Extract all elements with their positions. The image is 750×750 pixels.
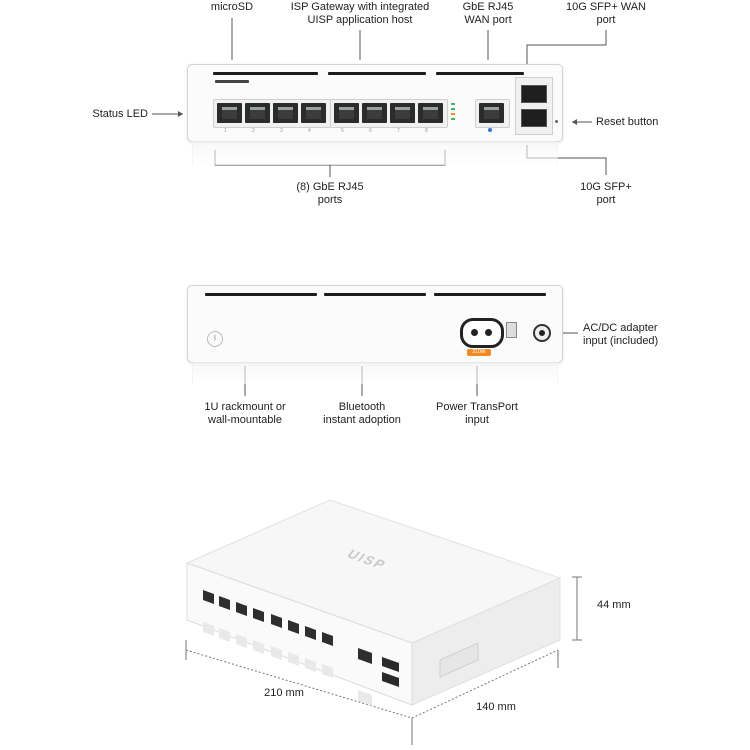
power-badge: 210W [467,349,491,356]
iso-rj45-port-6 [288,620,299,634]
iso-rj45-port-7 [305,626,316,640]
iso-port-reflections [203,622,372,706]
label-sfp-wan-1: 10G SFP+ WAN [566,1,646,13]
port-number-6: 6 [369,128,372,134]
rj45-port-2[interactable] [245,103,270,123]
label-rj45-ports-1: (8) GbE RJ45 [296,181,364,193]
rear-vent-right [434,293,546,296]
dim-depth-label: 140 mm [476,701,516,713]
sfp-port[interactable] [521,109,547,127]
bluetooth-button[interactable]: ᛒ [207,331,223,347]
iso-rj45-port-2 [219,596,230,610]
port-number-1: 1 [224,128,227,134]
port-number-8: 8 [425,128,428,134]
label-status-led: Status LED [92,108,148,120]
iso-rj45-row [203,590,372,664]
iso-sfp-port-1 [382,657,399,672]
dim-height-label: 44 mm [597,599,631,611]
iso-rj45-port-8 [322,632,333,646]
reset-button[interactable] [555,120,558,123]
status-led-column [451,103,457,125]
label-bluetooth-2: instant adoption [323,414,401,426]
iso-rj45-port-5 [271,614,282,628]
iso-sfp-port-2 [382,672,399,687]
label-gbe-wan-1: GbE RJ45 [462,1,514,13]
rear-vent-middle [324,293,426,296]
label-rackmount-2: wall-mountable [208,414,282,426]
label-gbe-wan-2: WAN port [464,14,512,26]
front-vent-left [213,72,318,75]
callout-sfp-wan [526,30,607,68]
port-number-5: 5 [341,128,344,134]
iso-rj45-port-4 [253,608,264,622]
iso-sfp-cage [382,657,399,687]
label-sfp-port-2: port [596,194,616,206]
rj45-port-7[interactable] [390,103,415,123]
sfp-wan-port[interactable] [521,85,547,103]
rear-panel: ᛒ 210W [187,285,563,363]
dc-input-jack[interactable] [533,324,551,342]
gbe-wan-port[interactable] [479,103,504,123]
iso-rj45-port-3 [236,602,247,616]
iso-front-face [186,562,413,706]
iso-side-cover [439,642,479,678]
label-power-transport-2: input [465,414,489,426]
iso-rj45-port-1 [203,590,214,604]
power-transport-connector[interactable] [460,318,504,348]
port-number-2: 2 [252,128,255,134]
label-sfp-port-1: 10G SFP+ [580,181,632,193]
microsd-slot[interactable] [215,80,249,83]
label-microsd: microSD [210,1,254,13]
wan-port-housing [475,99,510,128]
dim-line-depth [411,649,559,719]
rj45-port-6[interactable] [362,103,387,123]
rj45-group-1-4 [213,99,331,128]
label-adapter-2: input (included) [583,335,659,347]
dim-line-width [185,649,413,719]
label-reset-button: Reset button [596,116,659,128]
rear-vent-left [205,293,317,296]
rj45-port-3[interactable] [273,103,298,123]
port-number-7: 7 [397,128,400,134]
front-reflection [192,141,558,165]
label-isp-gateway-2: UISP application host [307,14,413,26]
rj45-group-5-8 [330,99,448,128]
label-isp-gateway-1: ISP Gateway with integrated [290,1,430,13]
port-number-3: 3 [280,128,283,134]
label-rackmount-1: 1U rackmount or [204,401,286,413]
label-adapter-1: AC/DC adapter [583,322,658,334]
iso-wan-port [358,648,372,664]
wan-indicator-led [488,128,492,132]
front-panel: 1 2 3 4 5 6 7 8 [187,64,563,142]
rj45-port-1[interactable] [217,103,242,123]
label-sfp-wan-2: port [596,14,616,26]
front-vent-right [436,72,524,75]
label-power-transport-1: Power TransPort [436,401,518,413]
front-vent-middle [328,72,426,75]
port-number-4: 4 [308,128,311,134]
ground-terminal [506,322,517,338]
sfp-cage [515,77,553,135]
rj45-port-8[interactable] [418,103,443,123]
rj45-port-5[interactable] [334,103,359,123]
label-rj45-ports-2: ports [317,194,343,206]
dim-width-label: 210 mm [264,687,304,699]
rj45-port-4[interactable] [301,103,326,123]
label-bluetooth-1: Bluetooth [338,401,386,413]
rear-reflection [192,362,558,384]
